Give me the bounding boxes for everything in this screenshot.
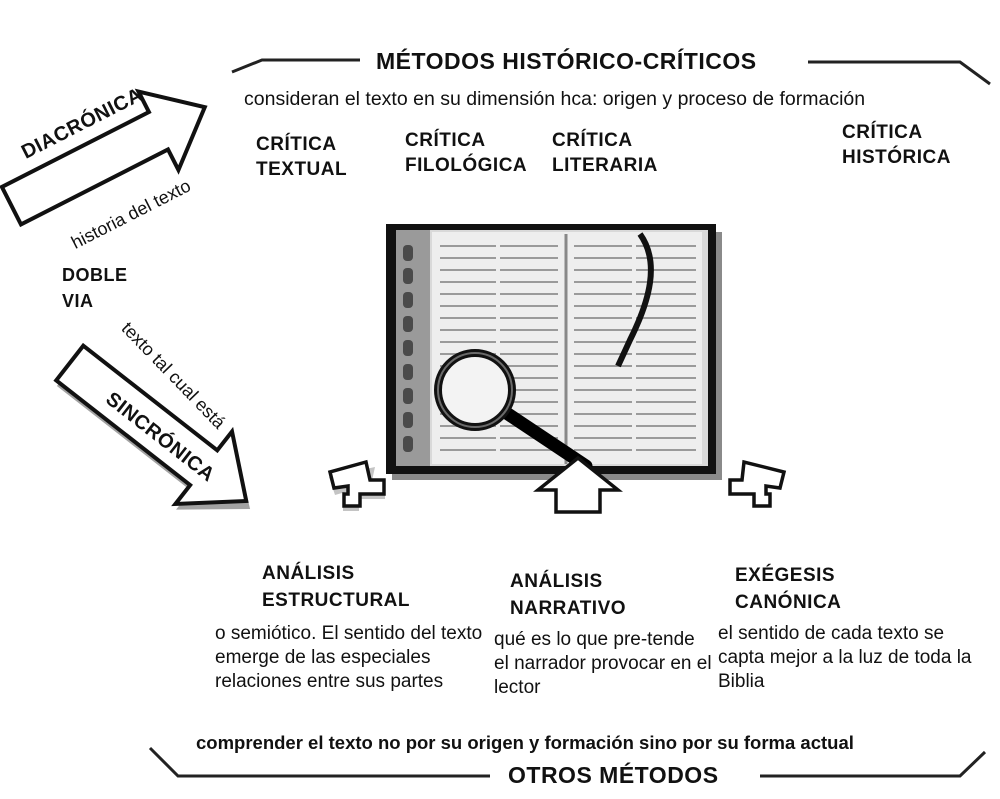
top-bracket bbox=[231, 58, 991, 86]
canonical-exegesis-text: el sentido de cada texto se capta mejor … bbox=[718, 623, 972, 692]
synchronic-arrow bbox=[53, 342, 251, 510]
arrow-canonical bbox=[728, 459, 787, 508]
method-critica-filologica: CRÍTICA FILOLÓGICA bbox=[405, 130, 528, 176]
arrow-narrative bbox=[533, 455, 623, 514]
arrow-structural bbox=[327, 459, 386, 511]
canonical-exegesis-title: EXÉGESIS CANÓNICA bbox=[735, 565, 842, 613]
other-methods-title: OTROS MÉTODOS bbox=[508, 762, 719, 788]
diachronic-arrow bbox=[0, 88, 208, 228]
narrative-analysis-title: ANÁLISIS NARRATIVO bbox=[510, 571, 627, 619]
double-way-label: DOBLE VIA bbox=[62, 265, 128, 311]
method-critica-literaria: CRÍTICA LITERARIA bbox=[552, 130, 658, 176]
structural-analysis-text: o semiótico. El sentido del texto emerge… bbox=[215, 623, 483, 692]
other-methods-summary: comprender el texto no por su origen y f… bbox=[196, 732, 854, 753]
bible-illustration bbox=[386, 224, 722, 480]
historical-critical-subtitle: consideran el texto en su dimensión hca:… bbox=[244, 88, 866, 110]
bottom-bracket bbox=[148, 746, 987, 778]
structural-analysis-title: ANÁLISIS ESTRUCTURAL bbox=[262, 563, 410, 611]
method-critica-historica: CRÍTICA HISTÓRICA bbox=[842, 122, 951, 168]
method-critica-textual: CRÍTICA TEXTUAL bbox=[256, 134, 348, 180]
narrative-analysis-text: qué es lo que pre-tende el narrador prov… bbox=[494, 629, 712, 698]
historical-critical-title: MÉTODOS HISTÓRICO-CRÍTICOS bbox=[376, 48, 757, 74]
